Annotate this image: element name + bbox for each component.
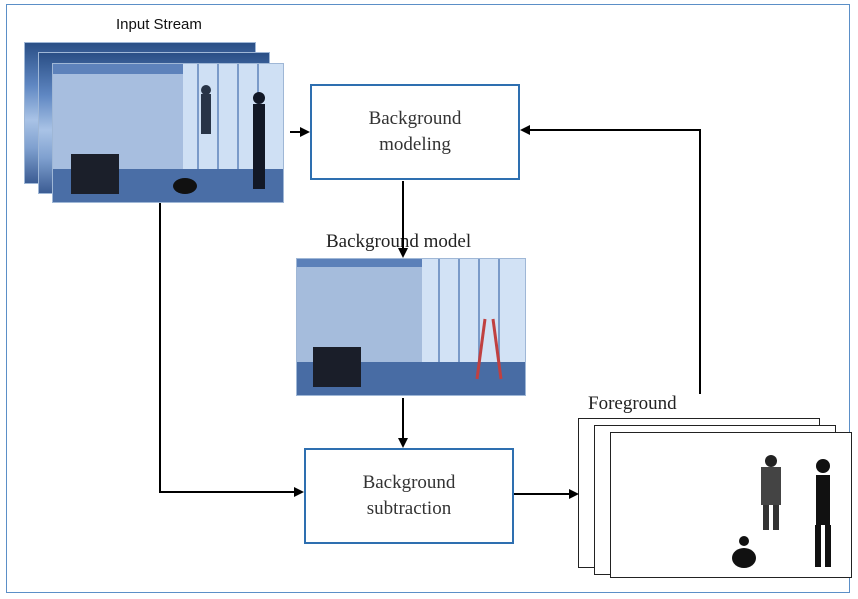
background-subtraction-box: Background subtraction: [304, 448, 514, 544]
background-modeling-box: Background modeling: [310, 84, 520, 180]
arrow-input-to-subtraction: [159, 203, 304, 497]
diagram-frame: [6, 4, 850, 593]
background-model-label: Background model: [326, 231, 472, 252]
foreground-mask-image: [732, 455, 831, 568]
arrow-feedback-to-modeling: [520, 125, 701, 394]
subtraction-line2: subtraction: [366, 498, 452, 519]
subtraction-line1: Background: [362, 472, 456, 494]
background-model-image: [296, 258, 526, 396]
input-frame-front: [52, 63, 284, 203]
foreground-label: Foreground: [588, 393, 677, 414]
background-scene-image: [297, 259, 525, 395]
input-stream-label: Input Stream: [116, 16, 202, 33]
modeling-line1: Background: [368, 108, 462, 130]
foreground-frame-front: [610, 432, 852, 578]
input-scene-image: [53, 64, 283, 202]
modeling-line2: modeling: [379, 134, 451, 155]
